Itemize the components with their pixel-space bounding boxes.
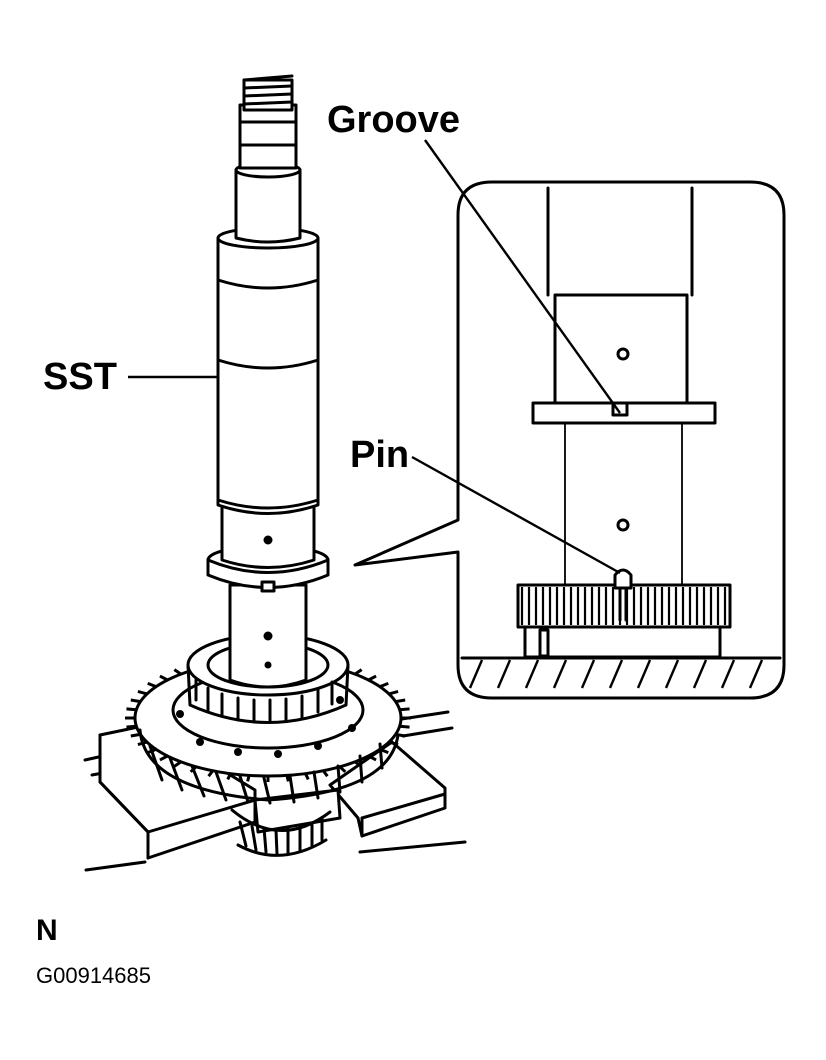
sst-tool [206,74,330,689]
pin-label: Pin [350,434,409,476]
groove-label: Groove [327,99,460,141]
leader-lines [128,139,621,575]
callout-gear-teeth [520,587,727,625]
figure-code: G00914685 [36,963,151,988]
lower-gear [230,808,332,857]
detail-view-callout [353,180,786,700]
base-support-blocks [83,710,467,872]
sst-label: SST [43,356,117,398]
large-helical-gear [125,654,411,805]
view-letter: N [36,914,58,947]
pin-leader-line [411,455,621,575]
groove-leader-line [424,139,621,414]
